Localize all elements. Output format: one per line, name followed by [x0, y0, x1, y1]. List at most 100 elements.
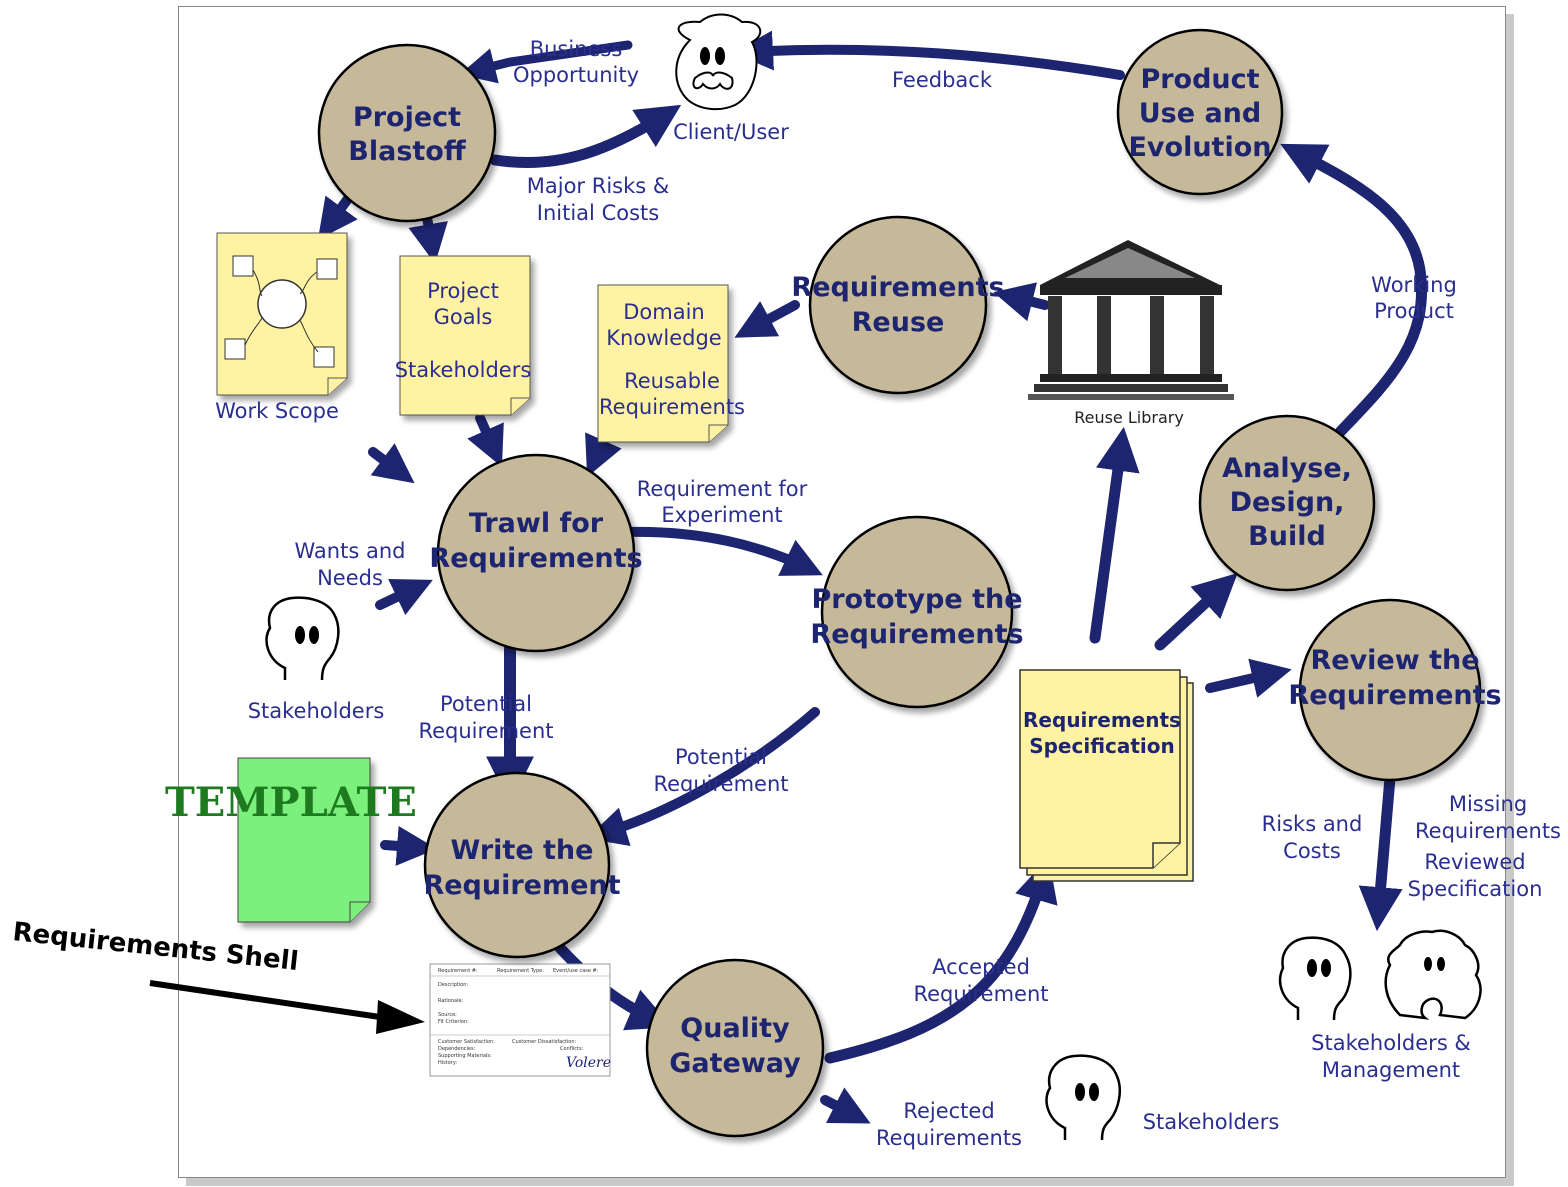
reviewed-spec-line-2: Specification [1408, 877, 1543, 901]
review-line-2: Requirements [1288, 680, 1501, 711]
shell-field-req-type: Requirement Type: [497, 968, 544, 974]
arrow-feedback [733, 30, 1125, 80]
stakeholder-figure-left [265, 596, 340, 681]
arrow-quality-to-spec [824, 857, 1058, 1064]
arrow-prototype-to-write [586, 707, 820, 846]
review-circle [1298, 598, 1482, 782]
arrow-analyse-to-product [1280, 143, 1427, 438]
write-line-2: Requirement [423, 870, 620, 901]
wants-needs-line-1: Wants and [295, 539, 406, 563]
write-circle [423, 771, 611, 959]
domain-knowledge-line-1: Domain [623, 300, 705, 324]
domain-knowledge-line-4: Requirements [599, 395, 745, 419]
analyse-line-1: Analyse, [1222, 453, 1352, 484]
shell-arrow-head [376, 1000, 425, 1034]
write-line-1: Write the [451, 835, 594, 866]
shell-field-customer-dissatisfaction: Customer Dissatisfaction: [512, 1039, 576, 1045]
requirements-specification-doc [1019, 669, 1194, 882]
rejected-reqs-line-1: Rejected [903, 1099, 994, 1123]
arrow-risks-to-client [489, 104, 682, 168]
manager-figure-right [1384, 929, 1482, 1020]
shell-field-supporting-materials: Supporting Materials: [438, 1053, 492, 1059]
project-goals-line-3: Stakeholders [395, 358, 532, 382]
shell-field-fit-criterion: Fit Criterion: [438, 1019, 469, 1025]
shell-field-req-number: Requirement #: [438, 968, 478, 974]
project-blastoff-line-2: Blastoff [348, 136, 467, 167]
quality-gateway-line-1: Quality [680, 1013, 790, 1044]
work-scope-doc [216, 232, 348, 396]
arrow-spec-to-review [1205, 658, 1292, 698]
requirements-shell-label: Requirements Shell [11, 917, 300, 977]
shell-arrow-line [149, 980, 401, 1023]
reuse-library-label: Reuse Library [1074, 408, 1184, 427]
analyse-circle [1198, 414, 1376, 592]
trawl-line-1: Trawl for [469, 508, 604, 539]
arrow-wants-to-trawl [375, 578, 433, 616]
project-blastoff-circle [317, 43, 497, 223]
prototype-circle [820, 515, 1014, 709]
flow-labels: Business Opportunity Client/User Feedbac… [215, 37, 1561, 1150]
arrow-template-to-write [380, 825, 437, 866]
reuse-library-icon [1028, 240, 1234, 400]
shell-field-source: Source: [438, 1012, 457, 1018]
feedback-label: Feedback [892, 68, 993, 92]
arrow-trawl-to-prototype [620, 526, 823, 576]
trawl-line-2: Requirements [429, 543, 642, 574]
analyse-line-3: Build [1248, 521, 1326, 552]
stakeholders-mgmt-line-1: Stakeholders & [1311, 1031, 1471, 1055]
arrow-to-rejected [820, 1087, 871, 1124]
stakeholders-left-label: Stakeholders [248, 699, 385, 723]
shell-field-history: History: [438, 1060, 457, 1066]
potential-req-1-line-2: Requirement [418, 719, 553, 743]
potential-req-1-line-1: Potential [440, 692, 532, 716]
review-line-1: Review the [1310, 645, 1479, 676]
project-goals-line-2: Goals [434, 305, 493, 329]
shell-field-customer-satisfaction: Customer Satisfaction: [438, 1039, 495, 1045]
document-texts: Project Goals Stakeholders Domain Knowle… [165, 279, 1181, 826]
domain-knowledge-doc [597, 284, 729, 443]
shell-field-rationale: Rationale: [438, 998, 464, 1004]
prototype-line-1: Prototype the [811, 584, 1022, 615]
product-use-line-2: Use and [1139, 98, 1261, 129]
working-product-line-2: Product [1374, 299, 1454, 323]
project-goals-line-1: Project [427, 279, 499, 303]
arrow-reuse-to-domain [734, 300, 800, 338]
trawl-circle [436, 453, 636, 653]
stakeholder-figure-bottom [1045, 1054, 1121, 1141]
wants-needs-line-2: Needs [317, 566, 383, 590]
shell-field-description: Description: [438, 982, 468, 988]
product-use-circle [1116, 28, 1284, 196]
stakeholders-mgmt-line-2: Management [1322, 1058, 1460, 1082]
reviewed-spec-line-1: Reviewed [1424, 850, 1525, 874]
process-texts: Project Blastoff Product Use and Evoluti… [348, 64, 1501, 1079]
business-opportunity-line-1: Business [530, 37, 623, 61]
domain-knowledge-line-3: Reusable [624, 369, 720, 393]
client-user-figure [675, 13, 762, 111]
arrow-library-to-reuse [993, 282, 1050, 322]
rejected-reqs-line-2: Requirements [876, 1126, 1022, 1150]
quality-gateway-circle [645, 958, 825, 1138]
arrow-review-to-stakeholders [1358, 772, 1403, 932]
shell-field-dependencies: Dependencies: [438, 1046, 476, 1052]
major-risks-line-2: Initial Costs [537, 201, 659, 225]
stakeholder-figure-right [1278, 936, 1352, 1021]
work-scope-label: Work Scope [215, 399, 339, 423]
requirements-shell-form [429, 963, 611, 1077]
arrow-spec-to-library [1089, 426, 1140, 644]
client-user-label: Client/User [673, 120, 789, 144]
product-use-line-3: Evolution [1128, 132, 1271, 163]
shell-brand-volere: Volere [566, 1055, 611, 1071]
stakeholders-bottom-label: Stakeholders [1143, 1110, 1280, 1134]
requirements-reuse-circle [808, 215, 988, 395]
potential-req-2-line-1: Potential [675, 745, 767, 769]
missing-reqs-line-2: Requirements [1415, 819, 1561, 843]
template-doc [237, 757, 371, 923]
req-for-experiment-line-1: Requirement for [637, 477, 808, 501]
risks-costs-line-2: Costs [1283, 839, 1341, 863]
requirements-reuse-line-1: Requirements [791, 272, 1004, 303]
shell-field-conflicts: Conflicts: [560, 1046, 584, 1052]
accepted-req-line-1: Accepted [932, 955, 1030, 979]
template-label: TEMPLATE [165, 779, 417, 826]
missing-reqs-line-1: Missing [1449, 792, 1527, 816]
